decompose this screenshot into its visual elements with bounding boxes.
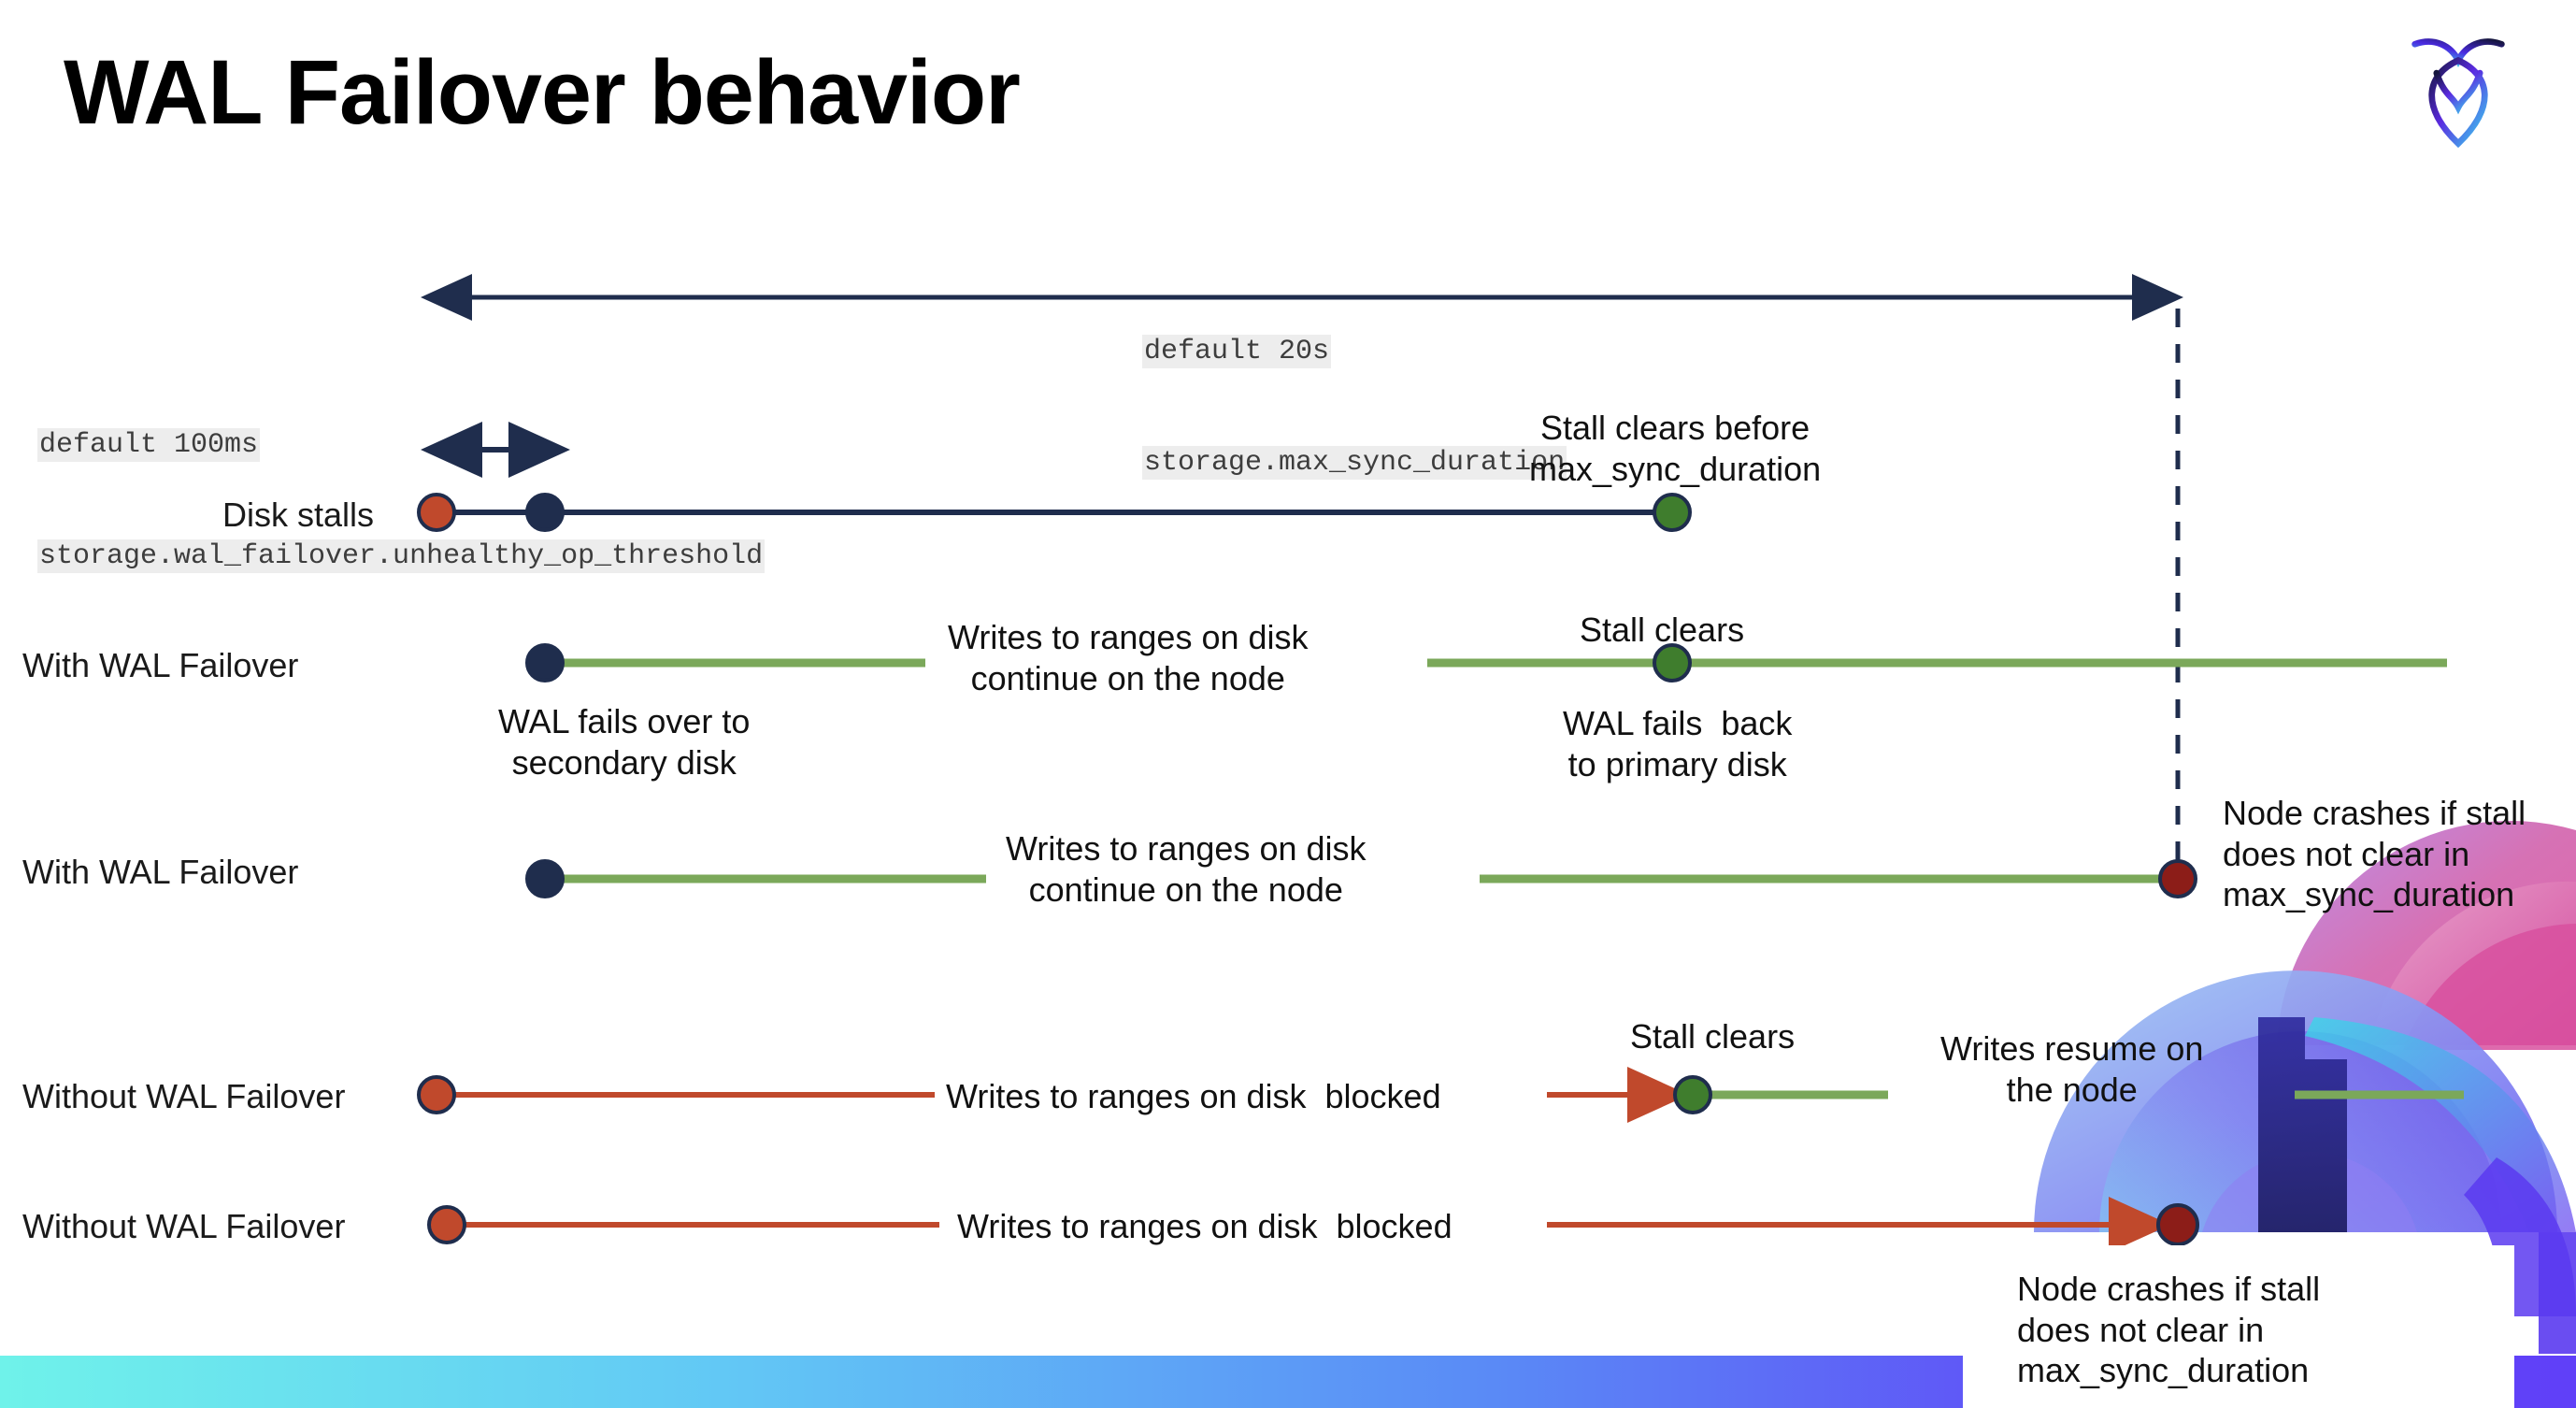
row-label-without-wal-failover-2: Without WAL Failover	[22, 1207, 346, 1245]
cockroachdb-logo-icon	[2411, 38, 2505, 149]
annotation-node-crashes-1: Node crashes if stall does not clear in …	[2223, 794, 2526, 914]
annotation-wal-fails-over: WAL fails over to secondary disk	[498, 702, 751, 782]
annotation-writes-continue-1: Writes to ranges on disk continue on the…	[948, 618, 1309, 697]
callout-unhealthy-op-threshold: default 100ms storage.wal_failover.unhea…	[37, 352, 766, 651]
row-label-with-wal-failover-2: With WAL Failover	[22, 853, 299, 891]
row-label-with-wal-failover-1: With WAL Failover	[22, 646, 299, 684]
annotation-writes-blocked-2: Writes to ranges on disk blocked	[957, 1207, 1453, 1245]
bottom-right-text-card	[1963, 1245, 2514, 1408]
callout-max-sync-default: default 20s	[1142, 334, 1332, 368]
annotation-stall-clears-before: Stall clears before max_sync_duration	[1529, 409, 1822, 488]
row-label-without-wal-failover-1: Without WAL Failover	[22, 1077, 346, 1115]
annotation-writes-continue-2: Writes to ranges on disk continue on the…	[1006, 829, 1367, 909]
annotation-writes-resume: Writes resume on the node	[1940, 1029, 2204, 1109]
callout-unhealthy-setting: storage.wal_failover.unhealthy_op_thresh…	[37, 539, 766, 574]
callout-unhealthy-default: default 100ms	[37, 427, 261, 462]
annotation-writes-blocked-1: Writes to ranges on disk blocked	[946, 1077, 1441, 1115]
annotation-wal-fails-back: WAL fails back to primary disk	[1563, 704, 1793, 783]
annotation-stall-clears-2: Stall clears	[1630, 1017, 1796, 1056]
callout-max-sync-duration: default 20s storage.max_sync_duration	[1142, 259, 1567, 557]
callout-max-sync-setting: storage.max_sync_duration	[1142, 446, 1567, 481]
page-title: WAL Failover behavior	[64, 41, 1021, 143]
annotation-node-crashes-2: Node crashes if stall does not clear in …	[2017, 1270, 2321, 1390]
row-label-disk-stalls: Disk stalls	[222, 496, 375, 534]
annotation-stall-clears-1: Stall clears	[1580, 611, 1745, 649]
